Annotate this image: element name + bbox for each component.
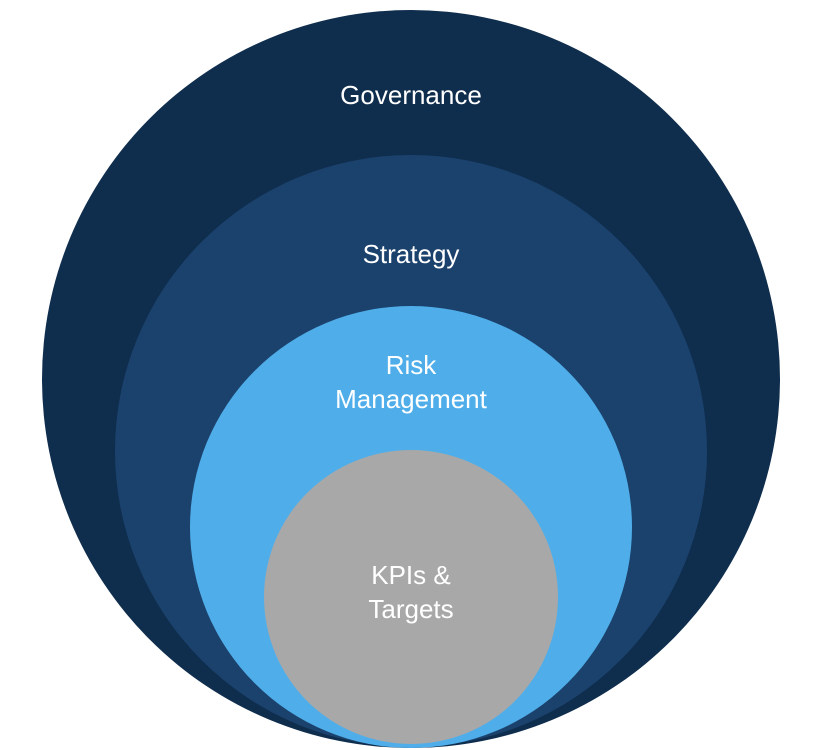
governance-label: Governance [340, 80, 482, 110]
kpis-targets-label: KPIs & Targets [368, 560, 454, 624]
strategy-circle: Strategy Risk Management KPIs & Targets [115, 155, 707, 748]
risk-management-circle: Risk Management KPIs & Targets [190, 306, 632, 748]
strategy-label: Strategy [362, 239, 460, 269]
kpis-targets-circle: KPIs & Targets [264, 450, 558, 744]
risk-management-label: Risk Management [335, 350, 487, 414]
governance-circle: Governance Strategy Risk Management KPIs… [42, 10, 780, 748]
